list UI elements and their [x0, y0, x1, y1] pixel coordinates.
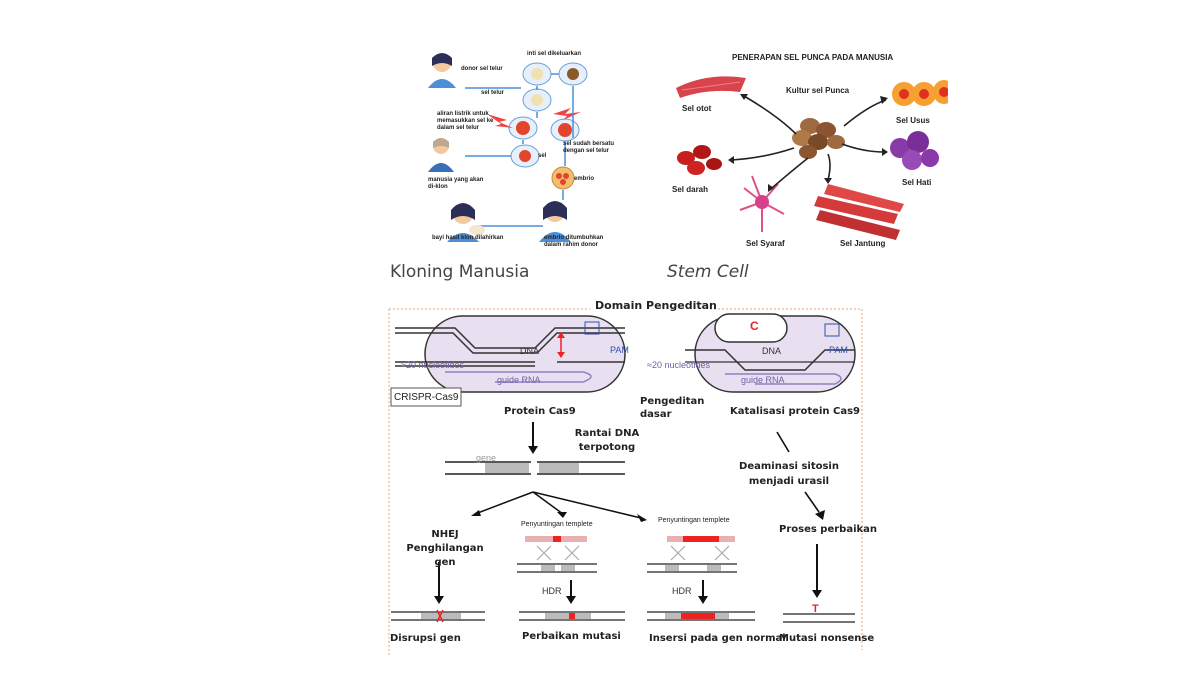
baby-icon — [447, 203, 485, 242]
cut-dna — [445, 461, 625, 475]
template-right — [647, 536, 737, 573]
clone-person-icon — [428, 138, 454, 172]
pam-label-left: PAM — [610, 345, 629, 355]
nucleotides-label-left: ≈20 nucleotides — [401, 360, 464, 370]
dna-label-right: DNA — [762, 346, 782, 356]
guide-rna-left: guide RNA — [497, 375, 541, 385]
differentiation-arrows — [731, 95, 887, 189]
mother-icon — [539, 201, 571, 242]
label-implant: embrio ditumbuhkan dalam rahim donor — [544, 235, 604, 248]
stem-cell-cluster-icon — [792, 118, 845, 159]
gene-editing-illustration — [388, 308, 863, 655]
gene-label: gene — [476, 453, 497, 463]
base-editing-label: Pengeditan dasar — [640, 396, 705, 420]
label-baby: bayi hasil klon dilahirkan — [432, 235, 504, 241]
stem-target-3: Sel darah — [672, 185, 709, 194]
stem-target-2: Sel Usus — [896, 116, 930, 125]
dna-label-left: DNA — [520, 346, 540, 356]
pam-label-right: PAM — [829, 345, 848, 355]
heart-muscle-icon — [814, 184, 904, 240]
cytosine-letter: C — [750, 319, 759, 333]
liver-cell-icon — [890, 131, 939, 170]
stem-cell-center-label: Kultur sel Punca — [786, 86, 850, 95]
crispr-box-label: CRISPR-Cas9 — [394, 392, 459, 403]
stem-cell-caption: Stem Cell — [667, 262, 749, 282]
cas9-protein-left — [395, 315, 626, 393]
label-egg: sel telur — [481, 90, 505, 96]
egg-cells — [508, 62, 588, 190]
outcome-3: Insersi pada gen normal — [649, 633, 786, 644]
label-embryo: embrio — [574, 176, 595, 182]
nucleotides-label-right: ≈20 nucleotides — [647, 360, 710, 370]
label-fused: sel sudah bersatu dengan sel telur — [563, 141, 615, 154]
thymine-letter: T — [812, 603, 819, 615]
cas9-protein-right — [685, 313, 856, 393]
outcome-1: Disrupsi gen — [390, 633, 461, 644]
guide-rna-right: guide RNA — [741, 375, 785, 385]
template-label-middle: Penyuntingan templete — [521, 521, 593, 528]
label-donor: donor sel telur — [461, 66, 503, 72]
outcome-dna — [391, 609, 855, 623]
outcome-2: Perbaikan mutasi — [522, 631, 621, 642]
cloning-illustration — [428, 53, 588, 242]
stem-target-1: Sel otot — [682, 104, 712, 113]
muscle-cell-icon — [676, 76, 746, 98]
down-arrows — [438, 544, 818, 598]
stem-cell-illustration — [676, 76, 948, 240]
label-cell: sel — [538, 153, 547, 159]
branch-arrows — [474, 491, 642, 519]
stem-target-5: Sel Syaraf — [746, 239, 785, 248]
repair-process-label: Proses perbaikan — [779, 524, 878, 535]
editing-title: Domain Pengeditan — [595, 299, 717, 312]
catalysis-label: Katalisasi protein Cas9 — [730, 406, 860, 417]
blood-cell-icon — [677, 145, 722, 175]
lightning-icon — [487, 108, 581, 128]
nhej-label: NHEJ Penghilangan gen — [406, 529, 484, 568]
cloning-caption: Kloning Manusia — [390, 262, 530, 282]
deamination-label: Deaminasi sitosin menjadi urasil — [739, 461, 839, 487]
stem-target-6: Sel Jantung — [840, 239, 886, 248]
template-label-right: Penyuntingan templete — [658, 517, 730, 524]
label-cloned-person: manusia yang akan di-klon — [428, 177, 484, 190]
label-electric: aliran listrik untuk memasukkan sel ke d… — [437, 111, 494, 131]
cas9-label: Protein Cas9 — [504, 406, 576, 417]
stem-target-4: Sel Hati — [902, 178, 932, 187]
cut-label: Rantai DNA terpotong — [574, 428, 640, 453]
hdr-label-middle: HDR — [542, 586, 562, 596]
template-middle — [517, 536, 597, 573]
donor-person-icon — [428, 53, 456, 88]
stem-cell-title: PENERAPAN SEL PUNCA PADA MANUSIA — [732, 53, 894, 62]
intestine-cell-icon — [892, 80, 948, 106]
label-nucleus-out: inti sel dikeluarkan — [527, 51, 582, 57]
hdr-label-right: HDR — [672, 586, 692, 596]
outcome-4: Mutasi nonsense — [779, 633, 875, 644]
flow-arrows — [465, 73, 574, 227]
